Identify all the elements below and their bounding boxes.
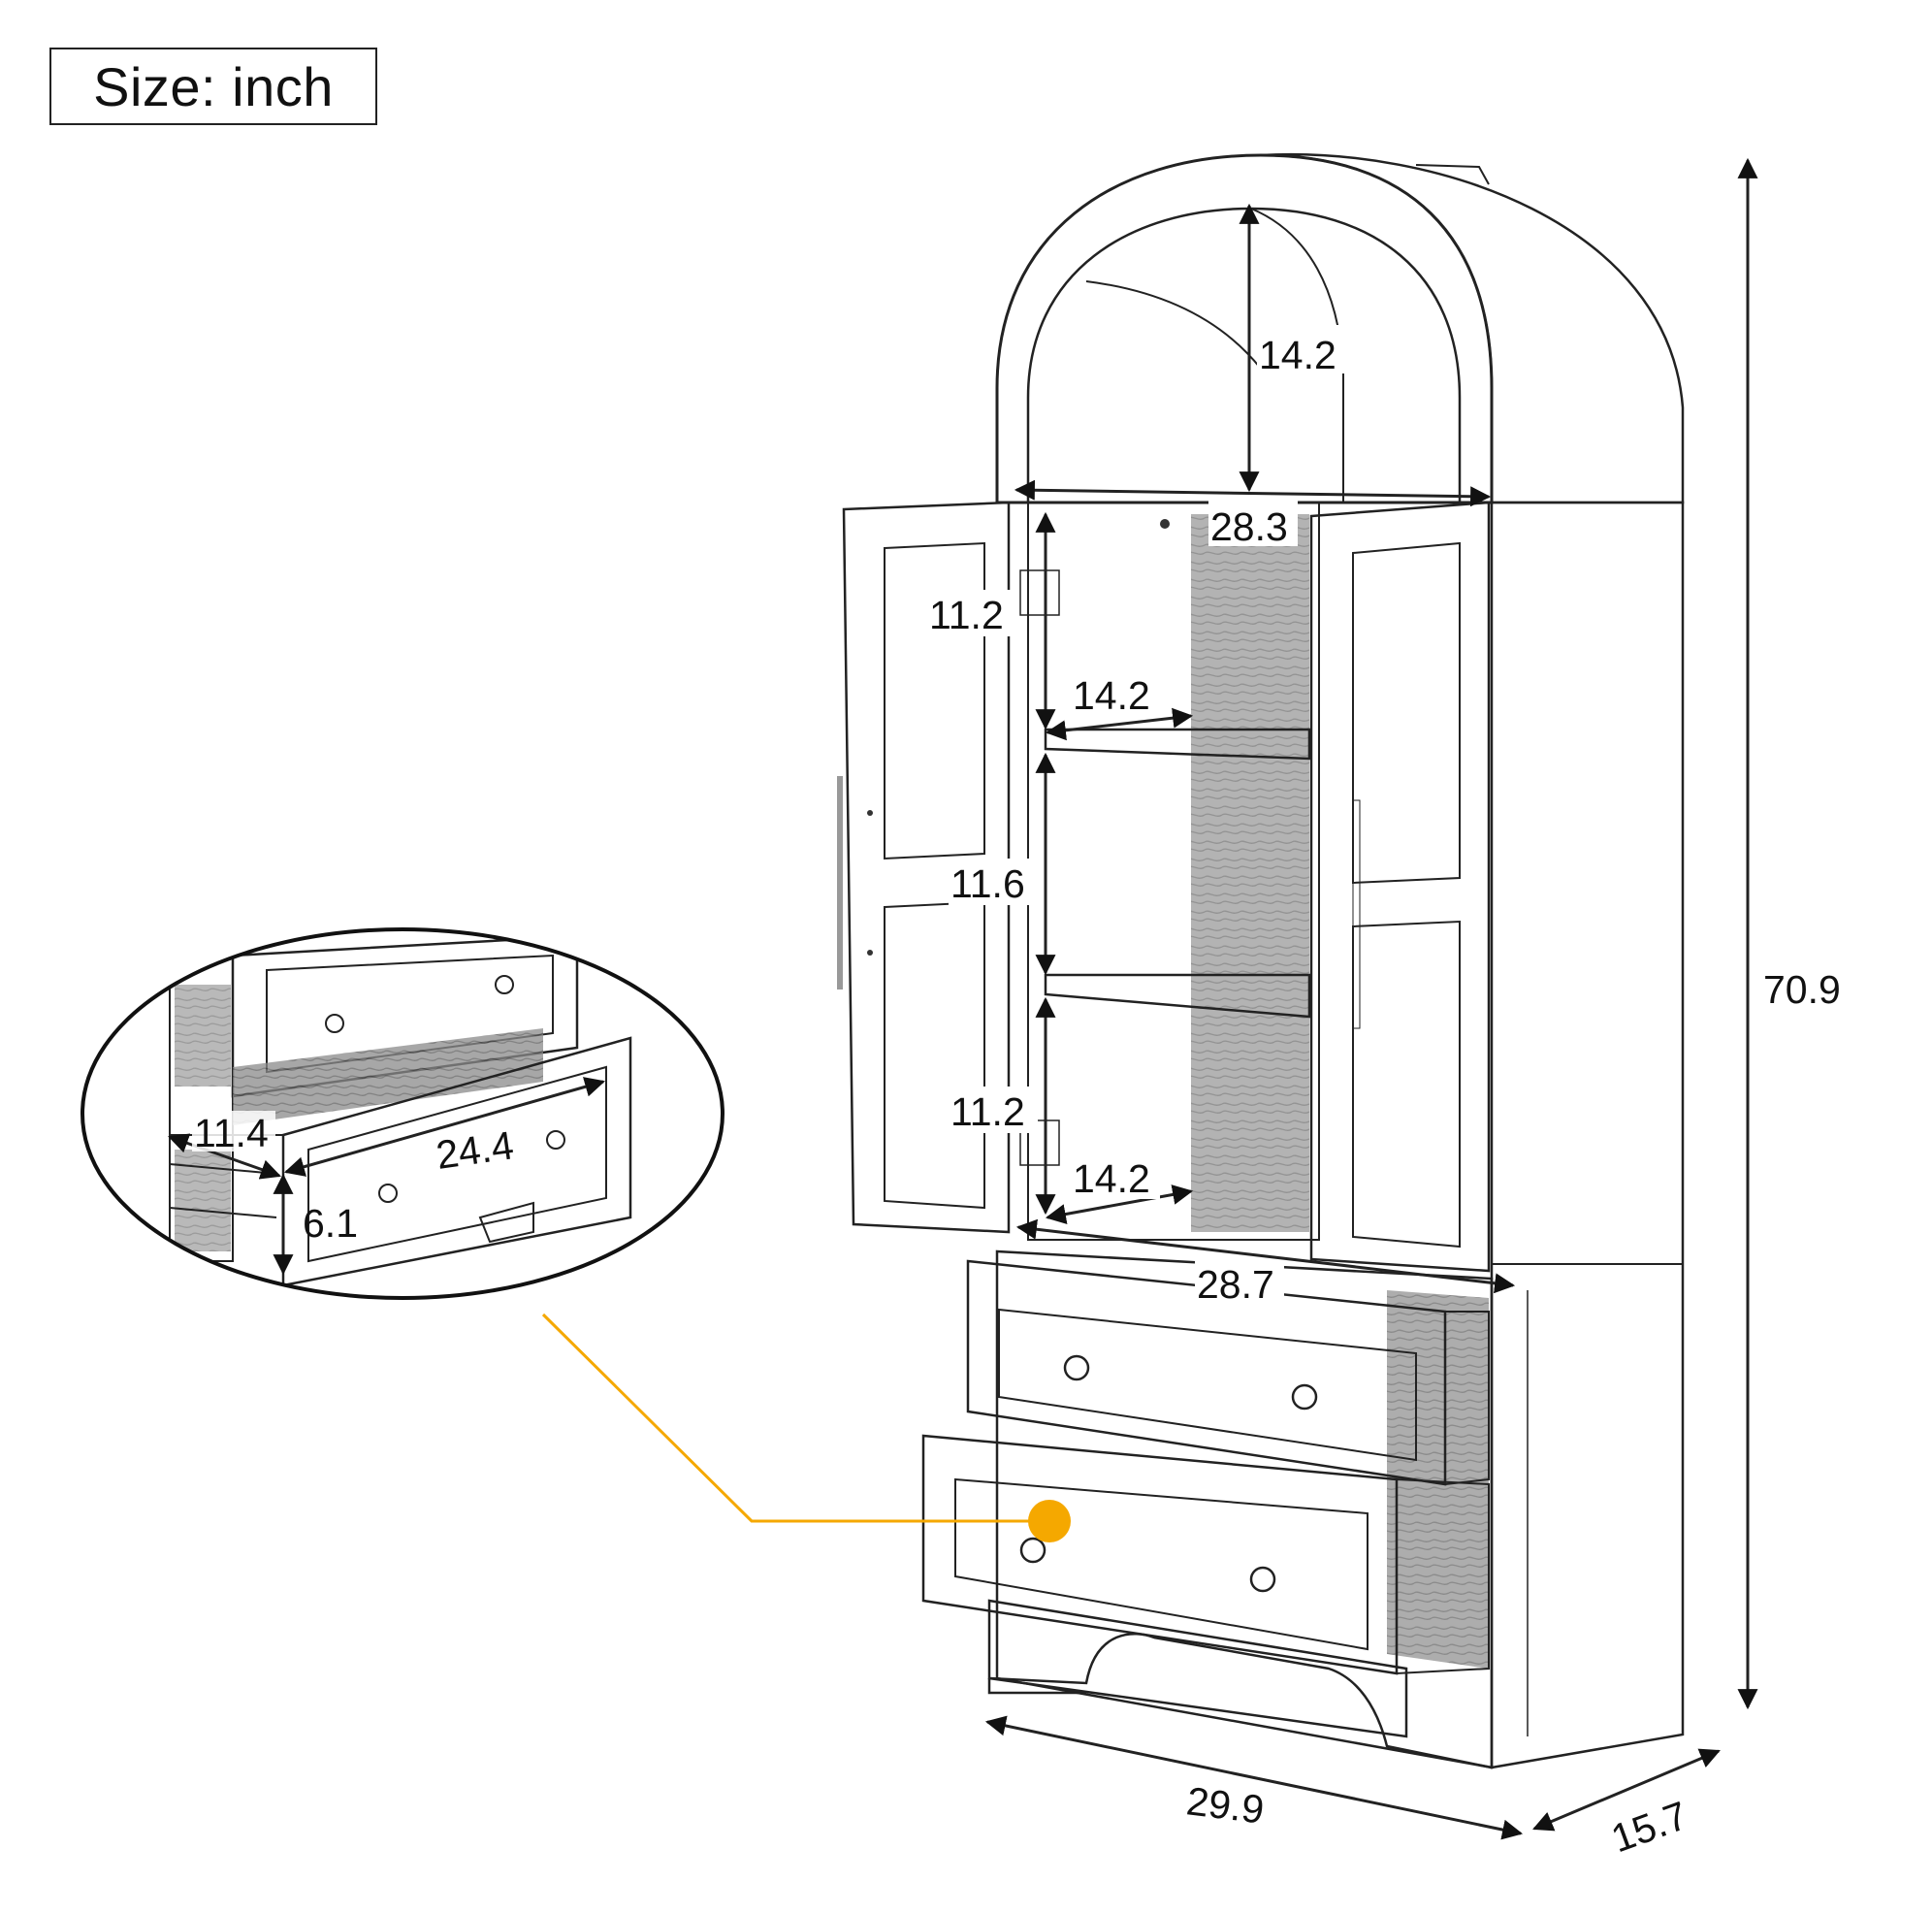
callout-dot xyxy=(1028,1500,1071,1542)
middle-shelf-height-label: 11.6 xyxy=(950,861,1025,906)
upper-shelf xyxy=(1044,728,1311,761)
dimension-lines xyxy=(984,157,1758,1840)
overall-height-label: 70.9 xyxy=(1763,967,1841,1012)
cabinet-illustration xyxy=(837,152,1685,1769)
cabinet-width-label: 28.7 xyxy=(1197,1262,1274,1307)
size-unit-label-box: Size: inch xyxy=(49,48,377,125)
lower-shelf-depth-arrow xyxy=(1045,1184,1194,1224)
overall-depth-arrow xyxy=(1532,1748,1721,1832)
arch-width-arrow xyxy=(1014,479,1492,507)
drawer-cavity xyxy=(1387,1290,1489,1669)
drawer-height-label: 6.1 xyxy=(303,1201,358,1246)
upper-shelf-depth-label: 14.2 xyxy=(1073,673,1150,718)
lower-shelf xyxy=(1044,973,1311,1019)
lower-shelf-depth-label: 14.2 xyxy=(1073,1156,1150,1201)
arch-height-label: 14.2 xyxy=(1259,333,1336,377)
overall-width-label: 29.9 xyxy=(1184,1778,1267,1832)
cabinet-arch-inner xyxy=(1026,207,1462,504)
cabinet-side-panel xyxy=(1490,501,1685,1769)
cabinet-width-arrow xyxy=(1015,1218,1516,1294)
overall-depth-label: 15.7 xyxy=(1605,1793,1693,1862)
drawer-zoom-detail: 11.4 24.4 6.1 xyxy=(80,927,724,1300)
drawer-callout xyxy=(541,1313,1071,1542)
drawer-depth-arrow xyxy=(168,1133,281,1180)
drawer-depth-label: 11.4 xyxy=(194,1111,269,1155)
right-glass-door xyxy=(1309,501,1491,1273)
zoom-ellipse-border xyxy=(80,927,724,1300)
cabinet-arch-side xyxy=(1260,152,1685,504)
upper-shelf-height-label: 11.2 xyxy=(929,593,1004,637)
lower-shelf-height-label: 11.2 xyxy=(950,1089,1025,1134)
top-drawer xyxy=(966,1259,1490,1486)
drawer-width-arrow xyxy=(283,1077,606,1177)
upper-shelf-depth-arrow xyxy=(1045,707,1194,741)
cabinet-arch-outer xyxy=(995,153,1494,504)
size-unit-label: Size: inch xyxy=(93,55,334,117)
zoom-upper-drawer xyxy=(231,934,579,1098)
overall-width-arrow xyxy=(984,1715,1524,1840)
upper-hinge xyxy=(1019,569,1060,616)
arch-width-label: 28.3 xyxy=(1210,504,1288,549)
cabinet-back-wall xyxy=(1191,514,1309,1232)
bottom-drawer xyxy=(921,1434,1490,1675)
drawer-width-label: 24.4 xyxy=(434,1122,516,1178)
callout-leader-line xyxy=(541,1313,1049,1523)
dimension-labels: 14.2 28.3 11.2 14.2 11.6 11.2 14.2 28.7 … xyxy=(926,325,1841,1861)
